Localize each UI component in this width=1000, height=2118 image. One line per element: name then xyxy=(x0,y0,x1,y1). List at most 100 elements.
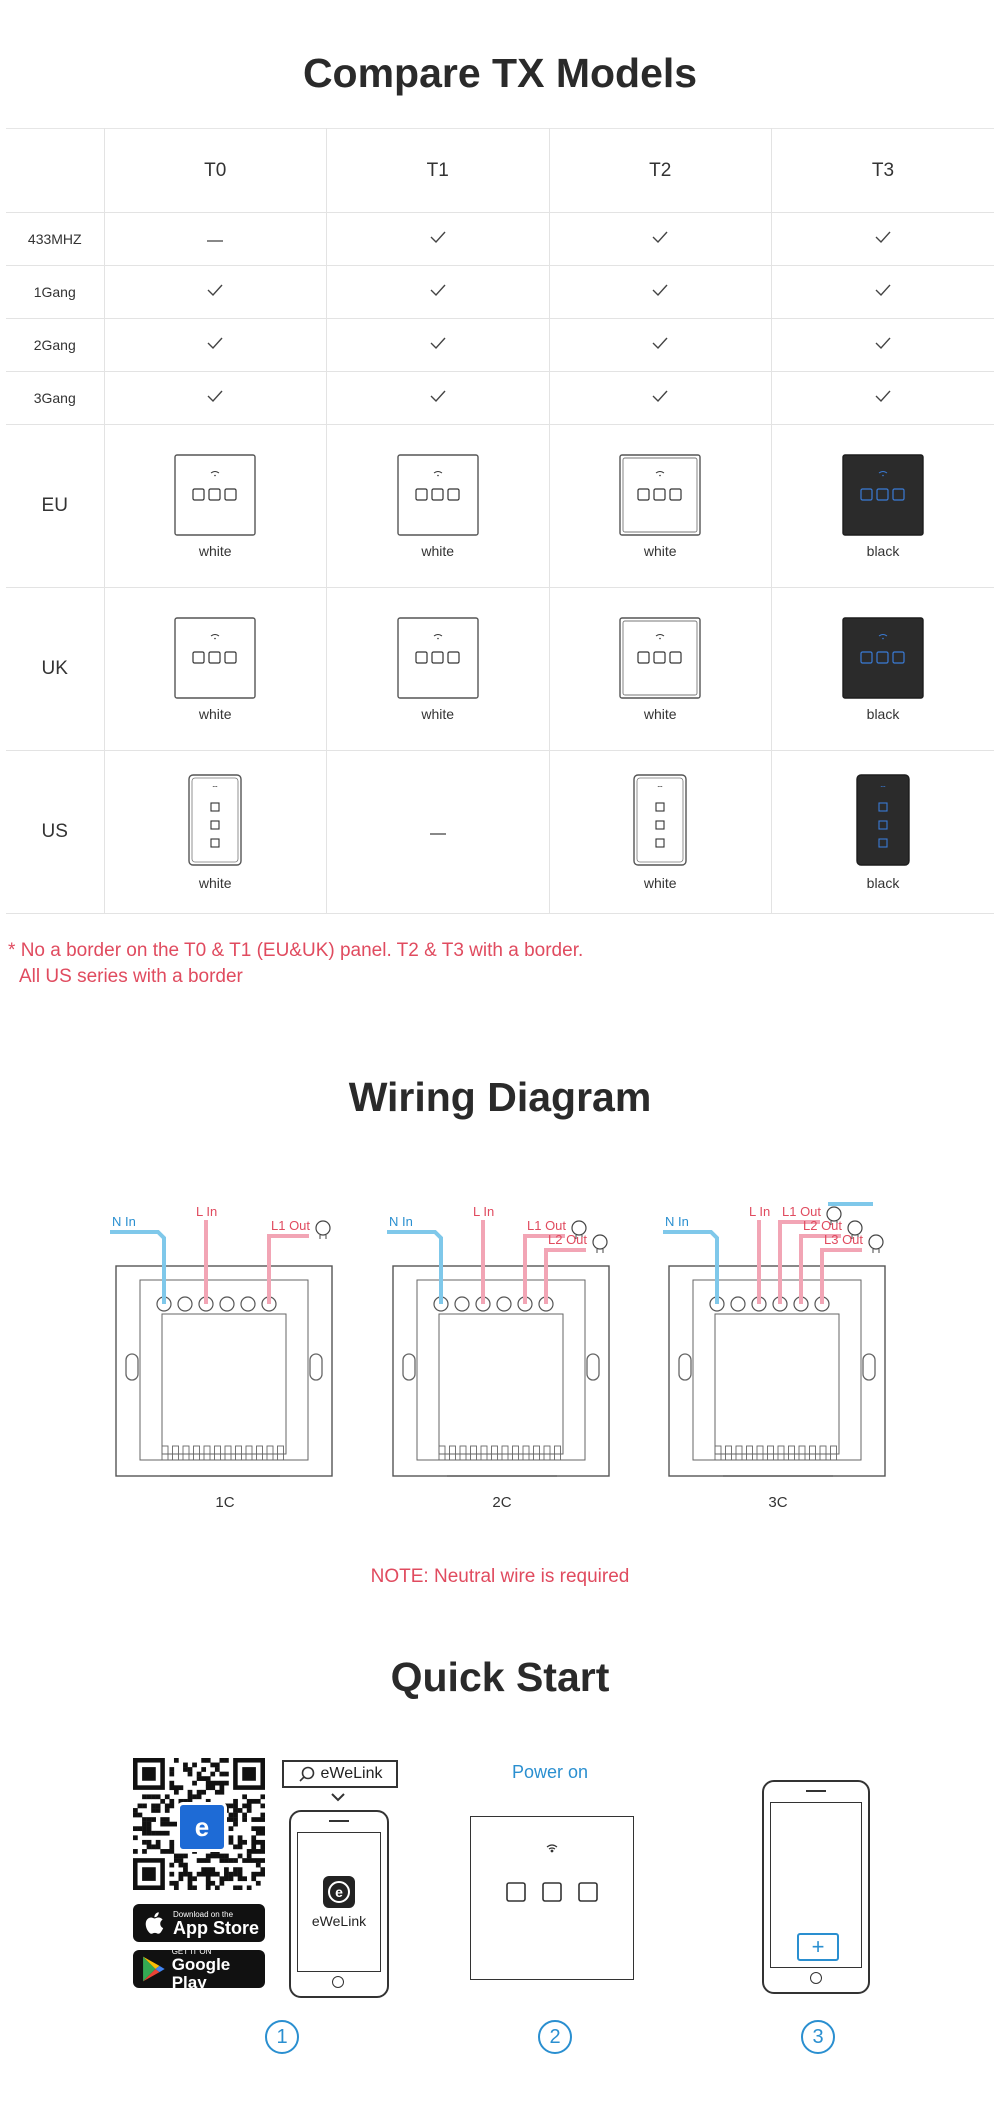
l1-out-label: L1 Out xyxy=(782,1204,821,1219)
panel-white-icon xyxy=(619,454,701,536)
feature-cell xyxy=(326,265,550,319)
feature-cell xyxy=(326,318,550,372)
bulb-icon xyxy=(592,1234,608,1253)
feature-cell xyxy=(326,371,550,425)
bulb-icon xyxy=(315,1220,331,1239)
panel-white-icon xyxy=(397,617,479,699)
l-in-label: L In xyxy=(473,1204,494,1219)
panel-color-label: white xyxy=(198,875,232,891)
check-icon xyxy=(875,231,891,243)
googleplay-small-text: GET IT ON xyxy=(171,1946,212,1956)
panel-cell: white xyxy=(326,424,550,588)
panel-color-label: black xyxy=(866,543,900,559)
neutral-wire-note: NOTE: Neutral wire is required xyxy=(370,1566,630,1587)
check-icon xyxy=(652,231,668,243)
search-label: eWeLink xyxy=(320,1765,383,1782)
table-row: 3Gang xyxy=(6,371,994,425)
panel-cell: white xyxy=(548,587,772,751)
check-icon xyxy=(652,284,668,296)
panel-us-white-icon: ⌔ xyxy=(633,774,687,866)
feature-cell xyxy=(103,371,327,425)
bulb-icon xyxy=(868,1234,884,1253)
app-store-badge[interactable]: Download on the App Store xyxy=(133,1904,265,1942)
check-icon xyxy=(207,337,223,349)
panel-black-icon xyxy=(842,454,924,536)
panel-cell: black xyxy=(771,424,994,588)
phone-app-screen: e eWeLink xyxy=(289,1810,389,1998)
feature-cell xyxy=(103,265,327,319)
feature-cell xyxy=(548,212,772,266)
table-row: 1Gang xyxy=(6,265,994,319)
l2-out-label: L2 Out xyxy=(548,1232,587,1247)
feature-cell xyxy=(771,371,994,425)
wiring-caption: 1C xyxy=(215,1494,235,1511)
feature-label: 3Gang xyxy=(6,371,105,425)
panel-us-white-icon: ⌔ xyxy=(188,774,242,866)
ewelink-app-icon: e xyxy=(323,1876,355,1908)
apple-icon xyxy=(145,1912,164,1934)
svg-text:⌔: ⌔ xyxy=(879,784,887,793)
check-icon xyxy=(652,337,668,349)
panel-cell xyxy=(326,750,550,914)
dash-icon xyxy=(207,240,224,242)
region-label: EU xyxy=(6,424,105,588)
check-icon xyxy=(430,337,446,349)
panel-cell: white xyxy=(103,424,327,588)
check-icon xyxy=(652,390,668,402)
ewelink-logo-icon: e xyxy=(177,1802,227,1852)
n-in-label: N In xyxy=(665,1214,689,1229)
bulb-icon xyxy=(571,1220,587,1239)
wiring-caption: 2C xyxy=(492,1494,512,1511)
panel-color-label: white xyxy=(643,875,677,891)
svg-text:⌔: ⌔ xyxy=(656,784,664,793)
check-icon xyxy=(875,284,891,296)
bulb-icon xyxy=(826,1206,842,1225)
panel-color-label: white xyxy=(198,706,232,722)
panel-color-label: white xyxy=(643,706,677,722)
wiring-caption: 3C xyxy=(768,1494,788,1511)
phone-add-device: + xyxy=(762,1780,870,1994)
panel-cell: ⌔black xyxy=(771,750,994,914)
l-in-label: L In xyxy=(196,1204,217,1219)
step-number-3: 3 xyxy=(801,2020,835,2054)
google-play-icon xyxy=(143,1956,165,1982)
compare-footnote: * No a border on the T0 & T1 (EU&UK) pan… xyxy=(8,938,583,990)
panel-white-icon xyxy=(397,454,479,536)
feature-cell xyxy=(103,212,327,266)
compare-title: Compare TX Models xyxy=(302,50,698,96)
n-in-label: N In xyxy=(389,1214,413,1229)
feature-label: 433MHZ xyxy=(6,212,105,266)
feature-cell xyxy=(548,265,772,319)
google-play-badge[interactable]: GET IT ON Google Play xyxy=(133,1946,265,1991)
add-device-button[interactable]: + xyxy=(797,1933,839,1961)
panel-color-label: white xyxy=(198,543,232,559)
panel-cell: ⌔ white xyxy=(548,750,772,914)
panel-color-label: white xyxy=(643,543,677,559)
check-icon xyxy=(207,390,223,402)
l3-out-label: L3 Out xyxy=(824,1232,863,1247)
bulb-icon xyxy=(847,1220,863,1239)
region-label: UK xyxy=(6,587,105,751)
check-icon xyxy=(430,390,446,402)
check-icon xyxy=(430,231,446,243)
l1-out-label: L1 Out xyxy=(527,1218,566,1233)
panel-cell: black xyxy=(771,587,994,751)
header-corner xyxy=(6,128,105,213)
check-icon xyxy=(207,284,223,296)
header-model-t0: T0 xyxy=(103,128,327,213)
feature-cell xyxy=(326,212,550,266)
feature-cell xyxy=(771,265,994,319)
feature-label: 1Gang xyxy=(6,265,105,319)
panel-cell: ⌔ white xyxy=(103,750,327,914)
table-row: 433MHZ xyxy=(6,212,994,266)
wifi-icon xyxy=(546,1844,558,1853)
footnote-line-2: All US series with a border xyxy=(19,966,243,987)
footnote-asterisk: * xyxy=(8,940,16,961)
footnote-line-1: No a border on the T0 & T1 (EU&UK) panel… xyxy=(20,940,584,961)
